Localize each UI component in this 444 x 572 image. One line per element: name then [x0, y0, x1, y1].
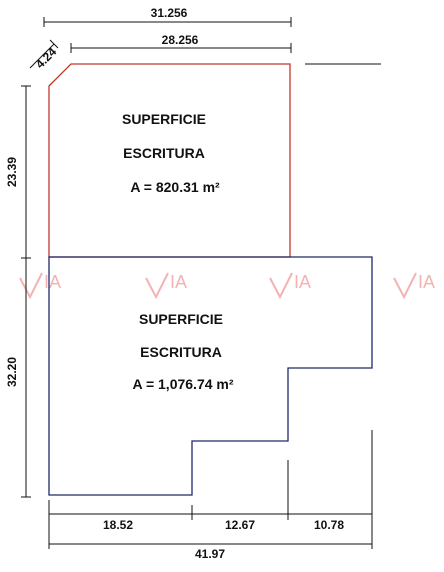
- chamfer-label: 4.24: [33, 45, 60, 72]
- bottom-total-label: 41.97: [195, 547, 225, 561]
- watermark-4: IA: [393, 272, 435, 300]
- bottom-b-label: 12.67: [225, 518, 255, 532]
- top-dimension-group: 31.256 28.256 4.24: [29, 6, 381, 72]
- watermark-v-icon: [145, 272, 169, 300]
- upper-area-value: A = 820.31 m²: [130, 179, 220, 195]
- watermark-text: IA: [294, 272, 311, 292]
- watermark-text: IA: [44, 272, 61, 292]
- left-lower-label: 32.20: [5, 357, 19, 387]
- left-upper-label: 23.39: [5, 157, 19, 187]
- watermark-text: IA: [170, 272, 187, 292]
- upper-area-line1: SUPERFICIE: [122, 111, 206, 127]
- lower-area-line1: SUPERFICIE: [139, 311, 223, 327]
- lower-area-value: A = 1,076.74 m²: [132, 376, 233, 392]
- lower-area-label: SUPERFICIE ESCRITURA A = 1,076.74 m²: [132, 311, 233, 392]
- bottom-dimension-group: 18.52 12.67 10.78 41.97: [48, 430, 373, 561]
- bottom-a-label: 18.52: [103, 518, 133, 532]
- chamfer-dimension-line: [29, 43, 55, 69]
- watermark-1: IA: [19, 272, 61, 300]
- lower-lot-outline: [48, 256, 373, 496]
- lower-area-line2: ESCRITURA: [140, 344, 222, 360]
- watermark-3: IA: [269, 272, 311, 300]
- watermark-2: IA: [145, 272, 187, 300]
- left-dimension-group: 23.39 32.20: [5, 85, 31, 498]
- top-inner-label: 28.256: [162, 33, 199, 47]
- watermark-group: IA IA IA IA: [19, 272, 435, 300]
- upper-area-line2: ESCRITURA: [123, 145, 205, 161]
- chamfer-end-tick: [49, 39, 59, 49]
- bottom-c-label: 10.78: [314, 518, 344, 532]
- upper-area-label: SUPERFICIE ESCRITURA A = 820.31 m²: [122, 111, 220, 195]
- watermark-v-icon: [393, 272, 417, 300]
- watermark-text: IA: [418, 272, 435, 292]
- watermark-v-icon: [19, 272, 43, 300]
- upper-lot-outline: [48, 63, 291, 258]
- watermark-v-icon: [269, 272, 293, 300]
- top-total-label: 31.256: [151, 6, 188, 20]
